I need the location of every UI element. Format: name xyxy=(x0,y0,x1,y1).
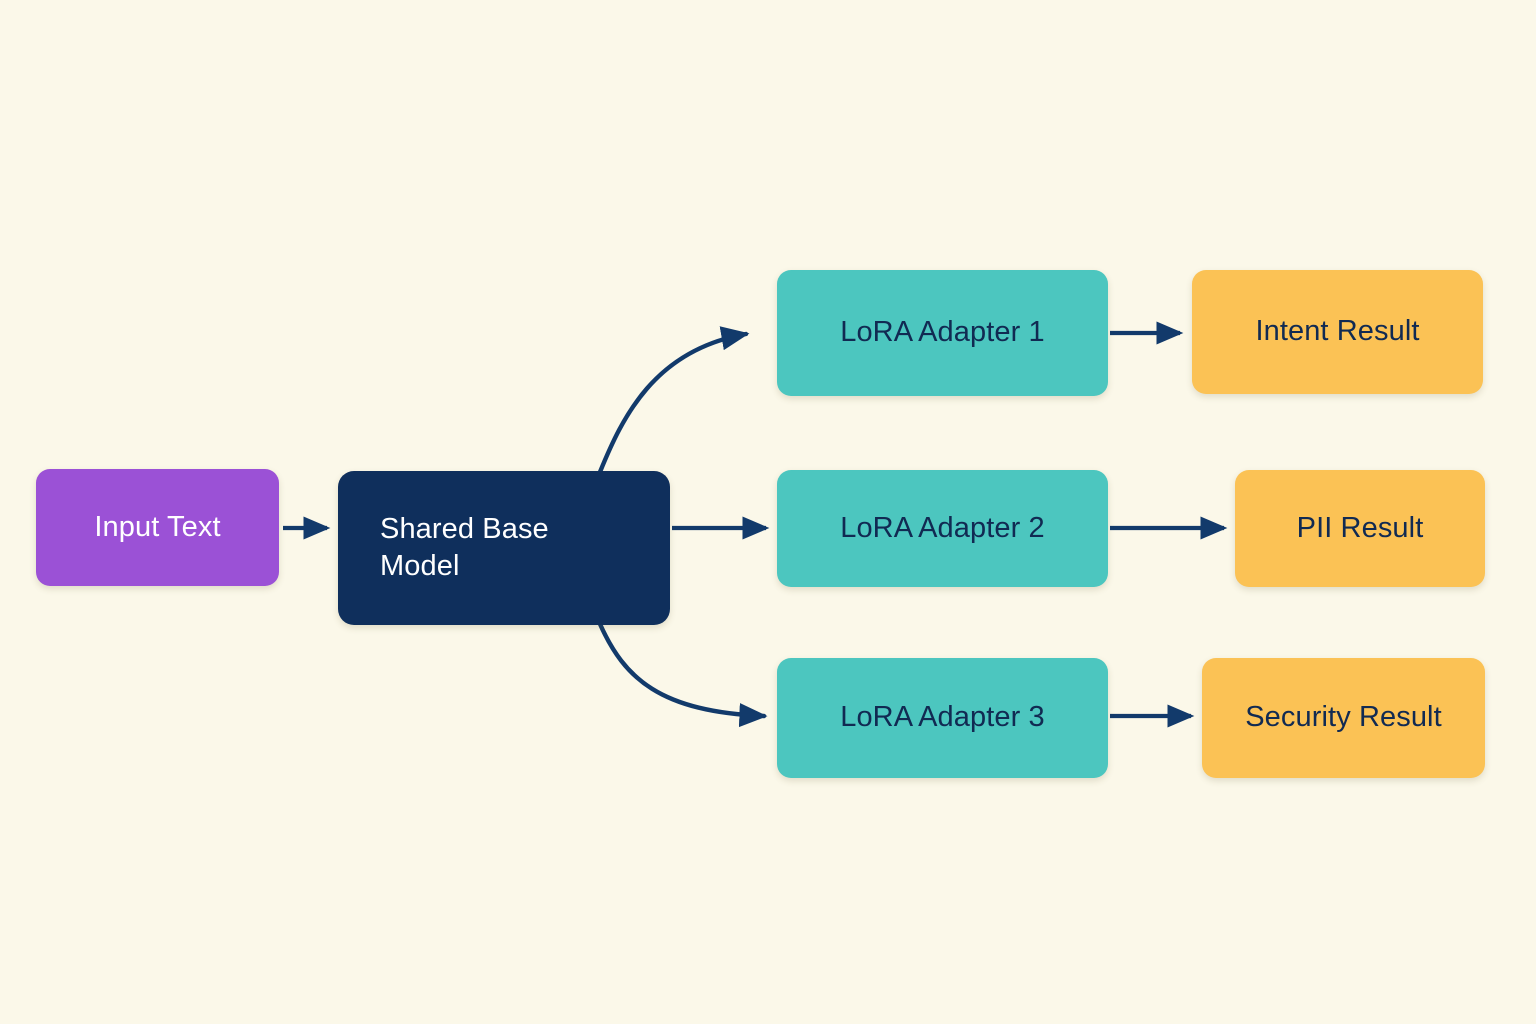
node-intent-result[interactable]: Intent Result xyxy=(1192,270,1483,394)
node-security-result-label: Security Result xyxy=(1245,701,1442,734)
node-lora-adapter-3[interactable]: LoRA Adapter 3 xyxy=(777,658,1108,778)
node-pii-result[interactable]: PII Result xyxy=(1235,470,1485,587)
node-security-result[interactable]: Security Result xyxy=(1202,658,1485,778)
node-shared-base-model-label: Shared Base Model xyxy=(380,512,549,582)
node-lora-adapter-3-label: LoRA Adapter 3 xyxy=(840,701,1045,734)
node-lora-adapter-1-label: LoRA Adapter 1 xyxy=(840,316,1045,349)
node-pii-result-label: PII Result xyxy=(1296,511,1424,544)
node-intent-result-label: Intent Result xyxy=(1255,315,1420,348)
node-lora-adapter-2-label: LoRA Adapter 2 xyxy=(840,511,1045,544)
node-shared-base-model[interactable]: Shared Base Model xyxy=(338,471,670,625)
node-input-text-label: Input Text xyxy=(94,510,221,543)
node-input-text[interactable]: Input Text xyxy=(36,469,279,586)
node-lora-adapter-2[interactable]: LoRA Adapter 2 xyxy=(777,470,1108,587)
node-lora-adapter-1[interactable]: LoRA Adapter 1 xyxy=(777,270,1108,396)
edge-base-to-adapter-3 xyxy=(597,621,768,728)
edge-base-to-adapter-1 xyxy=(597,326,750,475)
